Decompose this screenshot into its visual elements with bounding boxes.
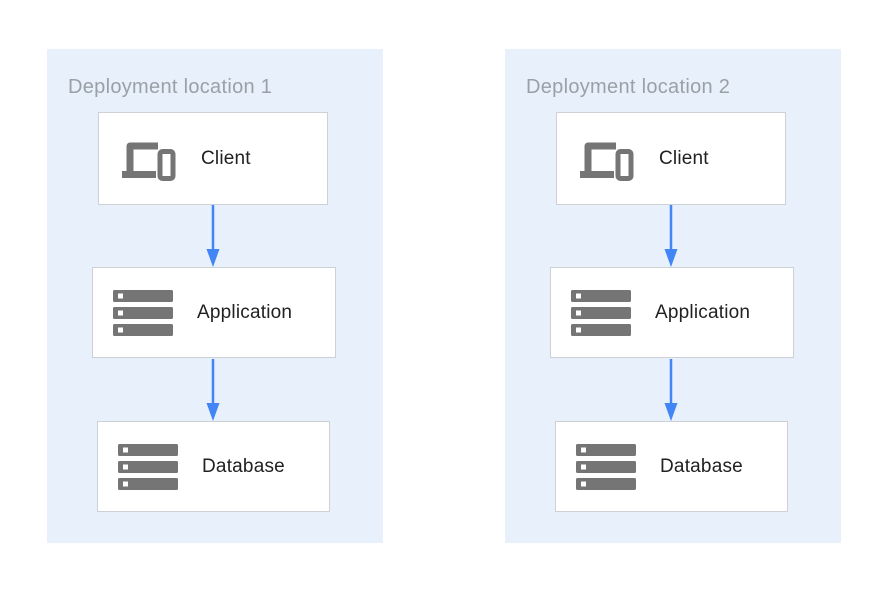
deployment-location-1-panel: Deployment location 1 Client Application… xyxy=(47,49,383,543)
server-stack-icon xyxy=(576,444,636,490)
server-stack-icon xyxy=(118,444,178,490)
client-node: Client xyxy=(556,112,786,205)
devices-icon xyxy=(577,135,635,183)
database-node: Database xyxy=(555,421,788,512)
application-node: Application xyxy=(550,267,794,358)
node-label: Database xyxy=(660,455,743,477)
devices-icon xyxy=(119,135,177,183)
client-node: Client xyxy=(98,112,328,205)
server-stack-icon xyxy=(113,290,173,336)
node-label: Client xyxy=(659,147,709,169)
node-label: Application xyxy=(197,301,293,323)
node-label: Client xyxy=(201,147,251,169)
node-label: Database xyxy=(202,455,285,477)
arrow-application-to-database-icon xyxy=(205,359,221,421)
application-node: Application xyxy=(92,267,336,358)
database-node: Database xyxy=(97,421,330,512)
arrow-client-to-application-icon xyxy=(663,205,679,267)
server-stack-icon xyxy=(571,290,631,336)
arrow-application-to-database-icon xyxy=(663,359,679,421)
panel-title: Deployment location 1 xyxy=(68,76,273,98)
panel-title: Deployment location 2 xyxy=(526,76,731,98)
node-label: Application xyxy=(655,301,751,323)
deployment-location-2-panel: Deployment location 2 Client Application… xyxy=(505,49,841,543)
arrow-client-to-application-icon xyxy=(205,205,221,267)
